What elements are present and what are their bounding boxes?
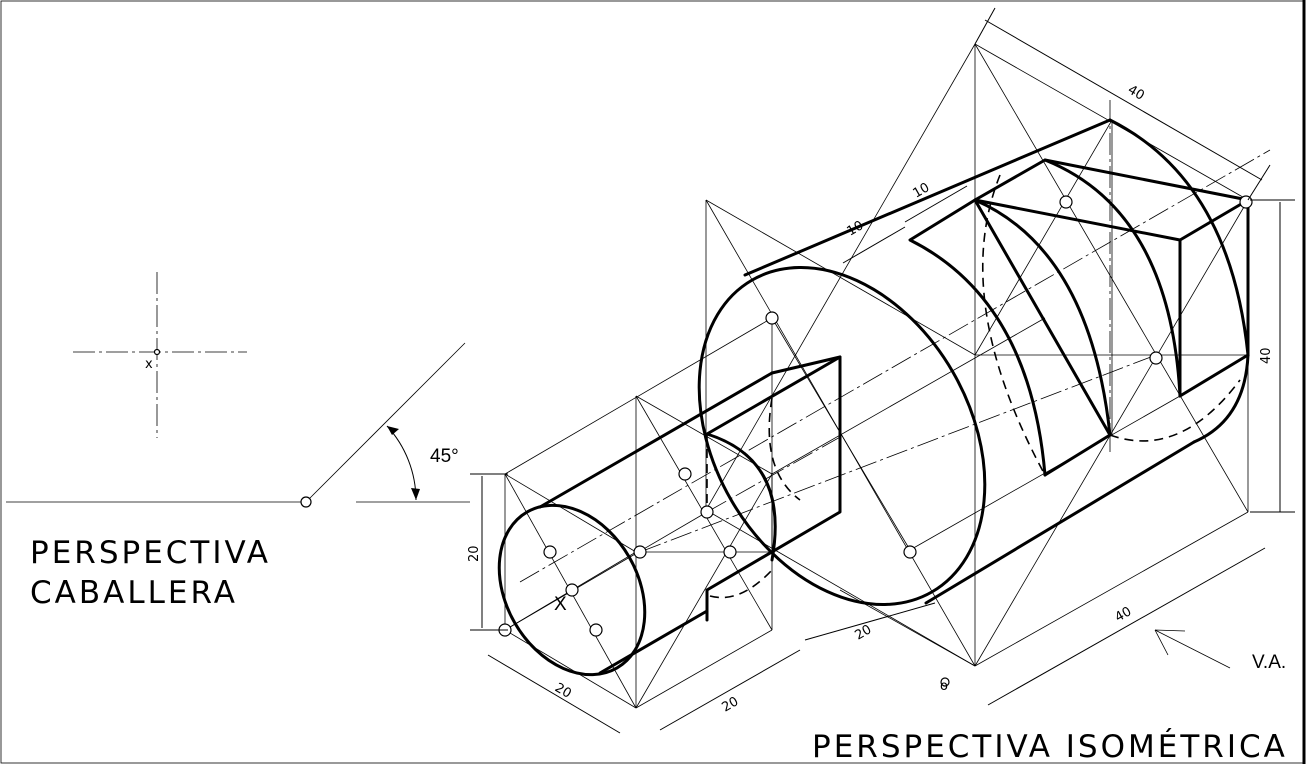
dim-mid-step: 20	[853, 622, 875, 643]
dim-small-height: 20	[467, 545, 482, 562]
angle-label: 45°	[430, 446, 459, 467]
view-direction-label: V.A.	[1252, 652, 1286, 673]
dim-small-diameter: 20	[552, 680, 574, 701]
construction-lines	[504, 43, 1249, 709]
dim-base-small: 20	[720, 694, 742, 715]
axis-lines	[519, 100, 1271, 583]
cavalier-reference	[6, 272, 470, 508]
view-direction-arrow	[1154, 629, 1231, 669]
dim-slot-a: 10	[845, 218, 867, 239]
dim-top-width: 40	[1125, 82, 1147, 103]
construction-points	[498, 195, 1253, 687]
dim-right-height: 40	[1259, 347, 1274, 364]
cavalier-point-label: x	[145, 357, 153, 372]
visible-edges	[497, 118, 1250, 677]
dim-base-large: 40	[1113, 604, 1135, 625]
dim-slot-b: 10	[911, 180, 933, 201]
small-cylinder-face	[497, 503, 647, 677]
title-cavalier-line2: CABALLERA	[30, 575, 238, 611]
title-isometric: PERSPECTIVA ISOMÉTRICA	[812, 729, 1288, 764]
title-cavalier-line1: PERSPECTIVA	[30, 535, 271, 571]
dimension-lines	[470, 7, 1295, 734]
origin-label: o	[940, 679, 948, 694]
large-disc-face	[697, 265, 987, 607]
main-point-label: X	[554, 594, 567, 615]
